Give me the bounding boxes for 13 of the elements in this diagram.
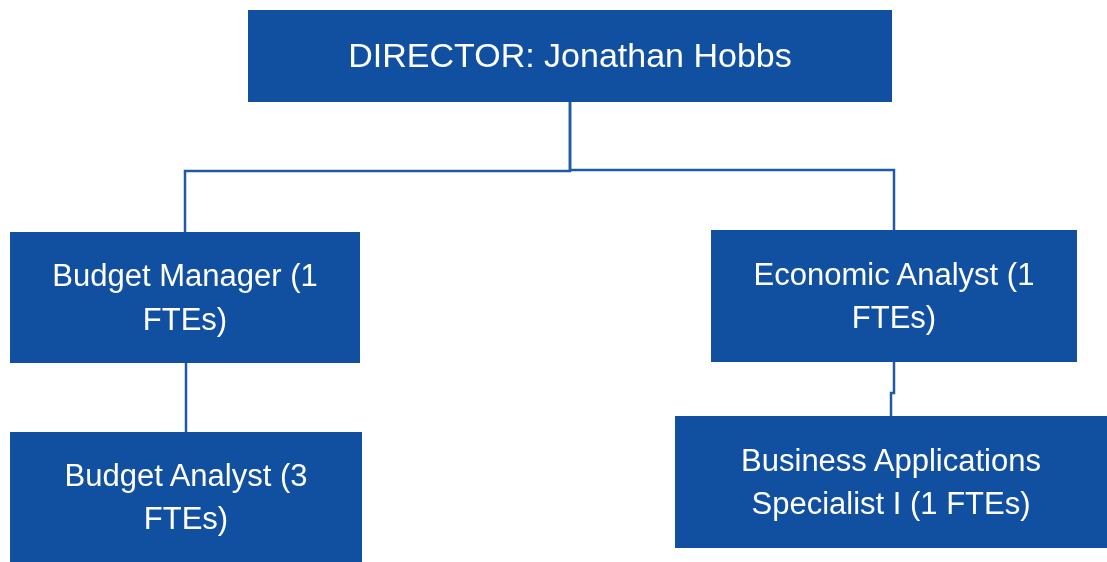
org-box — [10, 432, 362, 562]
org-box — [711, 230, 1077, 362]
position-title: Economic Analyst (1 FTEs) — [752, 255, 1036, 337]
position-title: Budget Manager (1 FTEs) — [51, 257, 319, 339]
connector-line — [889, 362, 896, 416]
position-title: DIRECTOR: Jonathan Hobbs — [348, 35, 792, 77]
connector-line — [568, 102, 896, 230]
org-box — [10, 232, 360, 363]
position-title: Business Applications Specialist I (1 FTEs) — [740, 441, 1042, 523]
connector-line — [184, 363, 188, 432]
org-box — [675, 416, 1107, 548]
position-title: Budget Analyst (3 FTEs) — [63, 456, 309, 538]
org-box — [248, 10, 892, 102]
